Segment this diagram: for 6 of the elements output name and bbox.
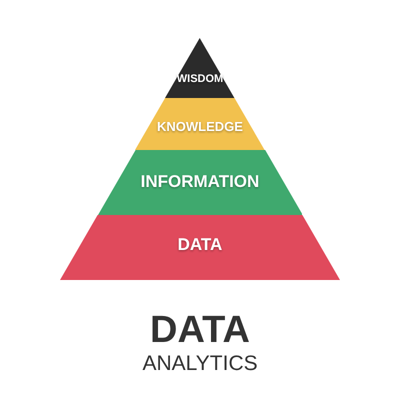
title-text: DATA [150, 310, 250, 352]
tier-label: WISDOM [176, 72, 224, 84]
subtitle-text: ANALYTICS [142, 352, 258, 376]
tier-label: KNOWLEDGE [156, 118, 244, 134]
tier-label: DATA [176, 234, 224, 254]
tier-label: INFORMATION [140, 172, 260, 192]
